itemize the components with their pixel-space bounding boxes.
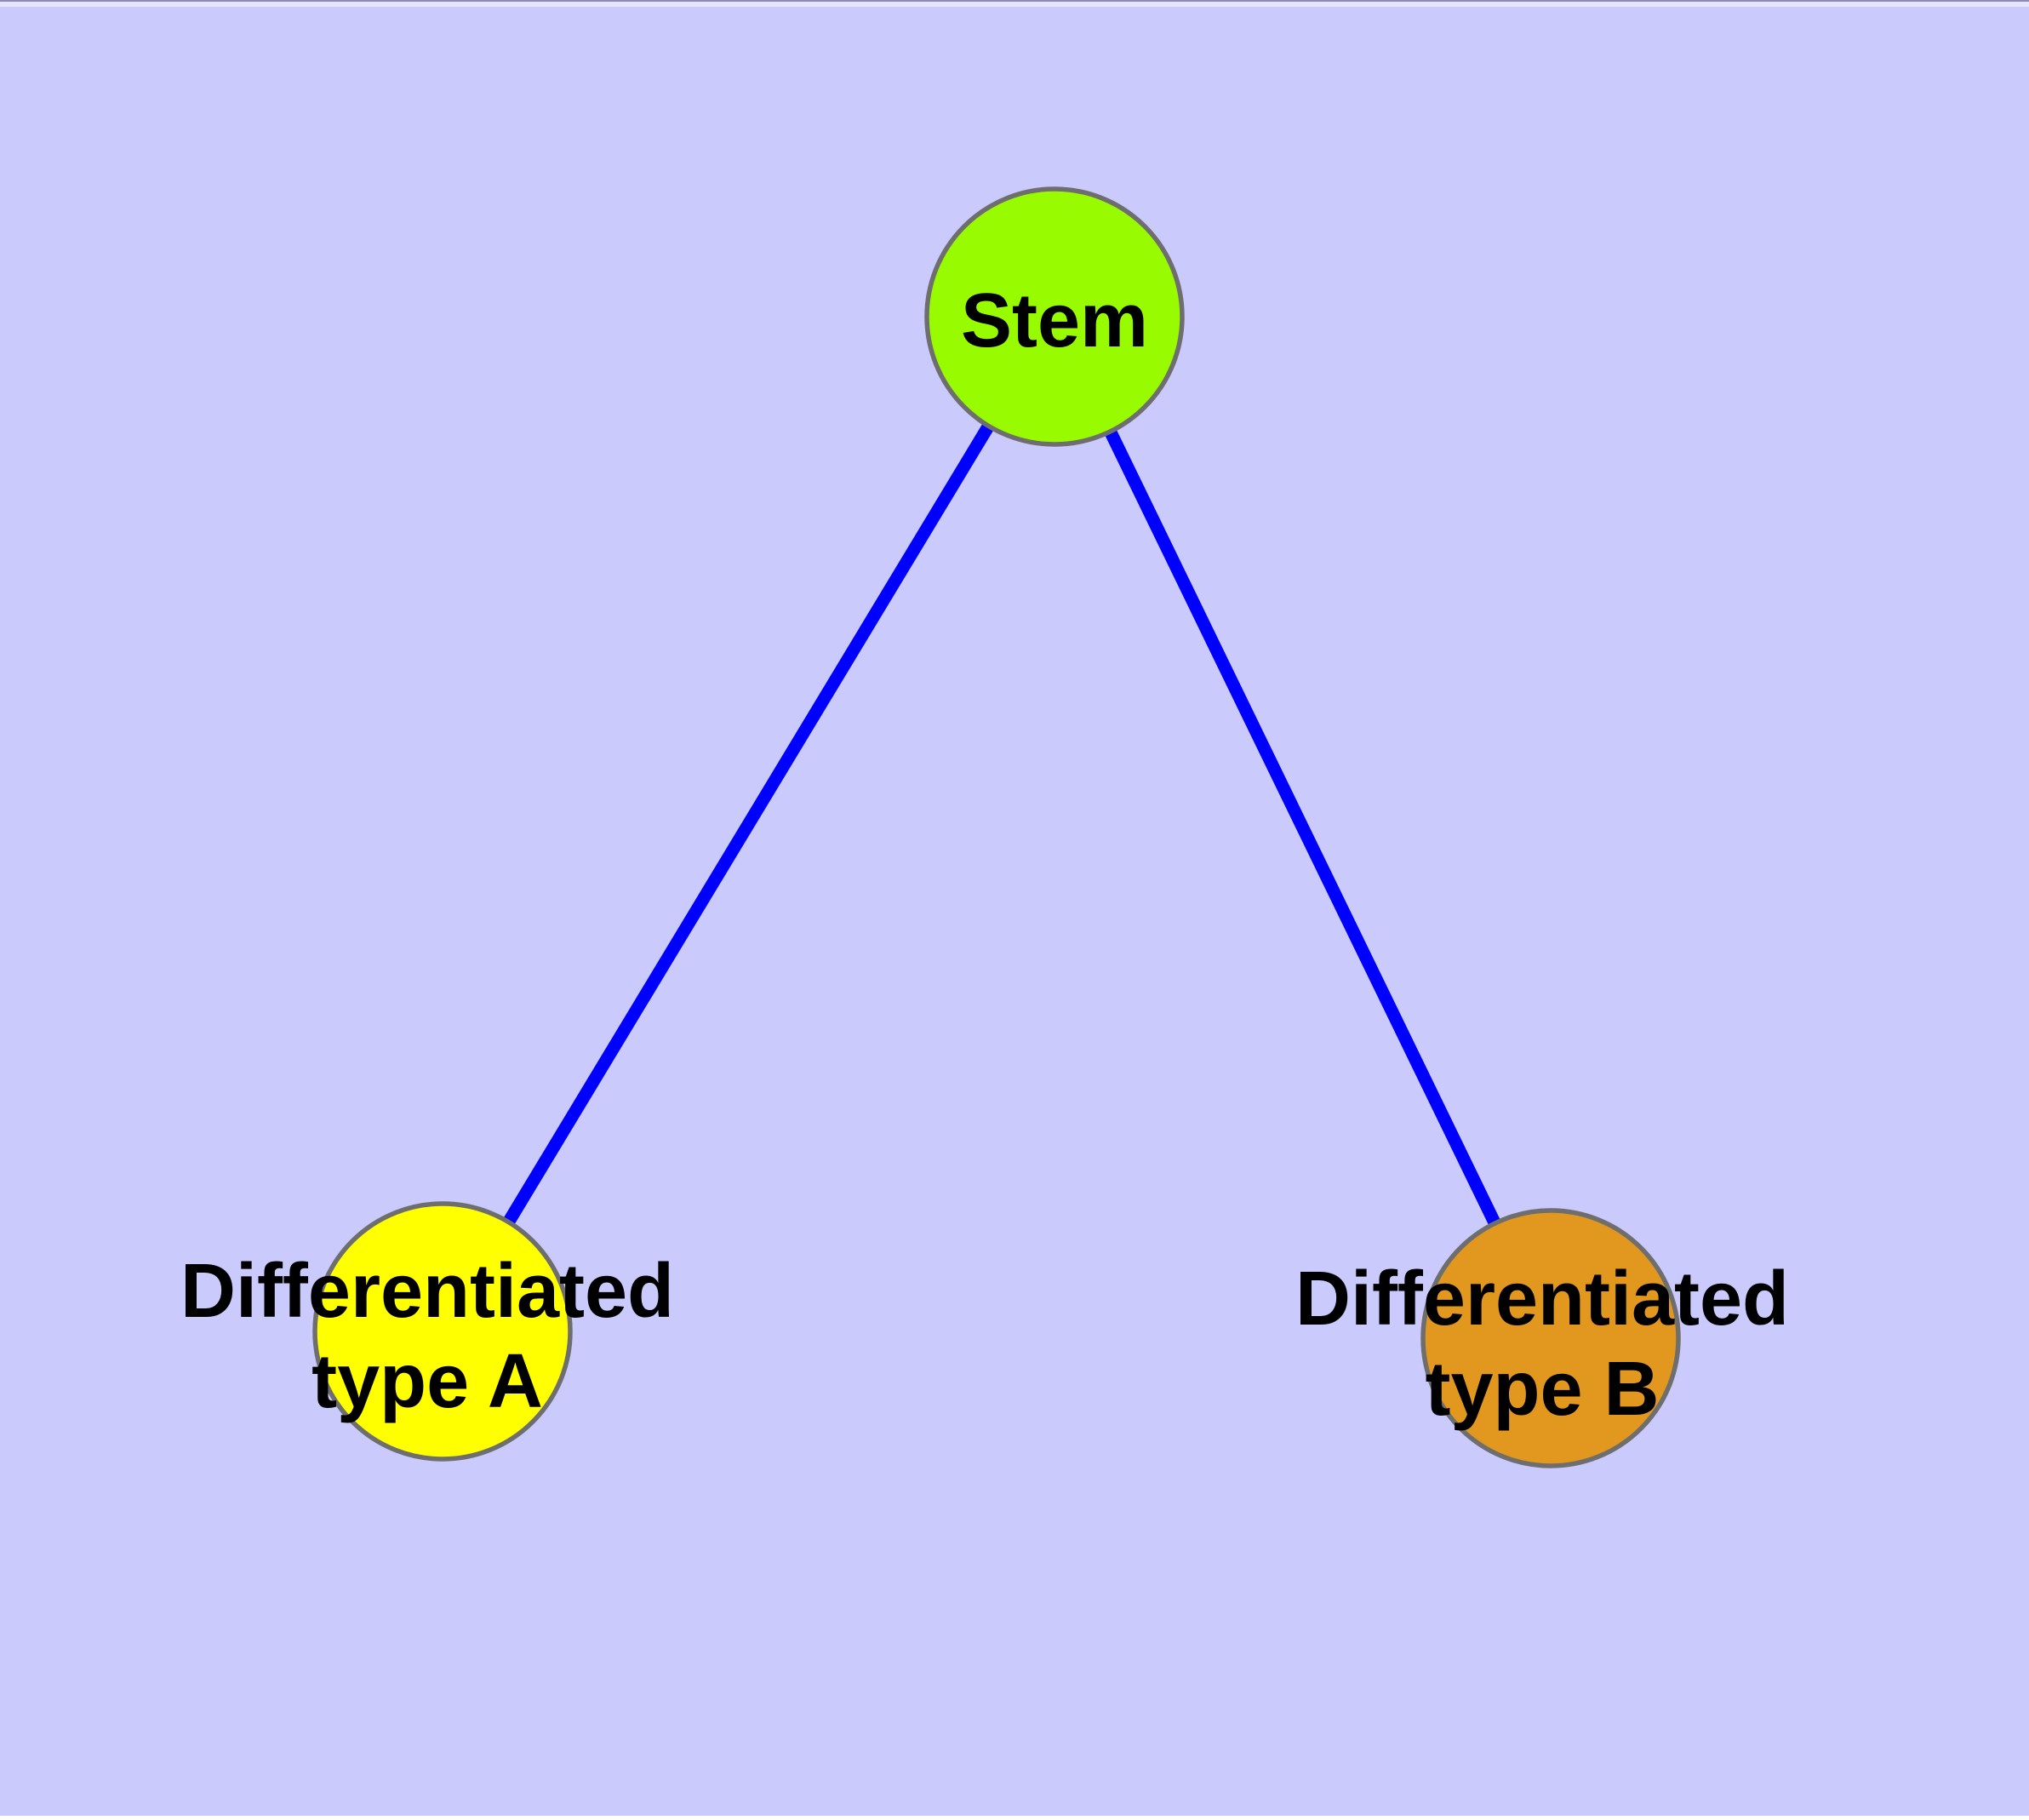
window-bottom-edge xyxy=(0,1816,2029,1820)
node-type-b-label-line2: type B xyxy=(1425,1347,1659,1432)
window-top-edge xyxy=(0,0,2029,7)
edge-stem-to-type-b xyxy=(1049,313,1557,1342)
node-stem-label: Stem xyxy=(961,278,1148,363)
edge-stem-to-type-a xyxy=(437,313,1060,1335)
node-type-a xyxy=(312,1201,573,1462)
node-stem xyxy=(924,186,1185,447)
node-type-b-label-line1: Differentiated xyxy=(1295,1256,1789,1342)
node-type-a-label-line1: Differentiated xyxy=(180,1249,674,1334)
node-type-b xyxy=(1420,1208,1681,1468)
node-type-a-label-line2: type A xyxy=(311,1339,543,1424)
